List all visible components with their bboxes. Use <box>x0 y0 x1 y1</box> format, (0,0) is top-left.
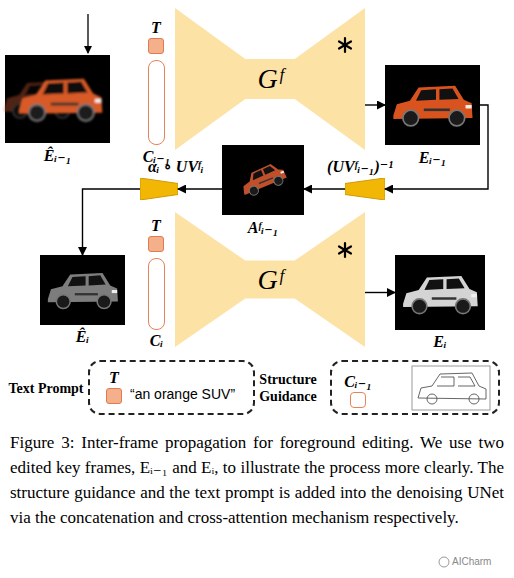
legend-heading: Structure Guidance <box>250 371 326 405</box>
frame-node: Eᵢ <box>395 255 485 330</box>
frame-image <box>48 273 118 308</box>
flow-arrow <box>304 188 345 189</box>
input-box: Cᵢ₋₁ <box>148 60 165 145</box>
frame-node: Aᶠᵢ₋₁ <box>222 145 304 215</box>
legend-box: Text Prompt“an orange SUV”T <box>88 360 255 415</box>
node-label: Gᶠ <box>175 264 365 296</box>
sketch-image <box>469 394 479 404</box>
atlas-image <box>238 160 289 198</box>
block-shape <box>140 178 178 200</box>
atlas-image <box>222 145 304 215</box>
flow-arrow <box>385 105 488 189</box>
mapping-shape <box>140 178 178 200</box>
mapping-block: αᵢ ∘ UVᶠᵢ <box>140 178 178 200</box>
input-box: Cᵢ <box>148 258 165 330</box>
node-label: T <box>109 369 119 387</box>
node-label: T <box>151 19 161 37</box>
frame-node: Êᵢ <box>40 255 125 325</box>
node-label: Gᶠ <box>175 63 365 95</box>
node-label: αᵢ ∘ UVᶠᵢ <box>148 157 204 176</box>
sketch-image <box>418 373 486 399</box>
flow-arrow <box>83 189 141 255</box>
atlas-image <box>238 160 289 198</box>
node-label: (UVᶠᵢ₋₁)⁻¹ <box>327 157 393 176</box>
frame-node: Eᵢ₋₁ <box>385 65 480 145</box>
input-box: Cᵢ₋₁ <box>350 392 366 408</box>
frame-image <box>385 65 480 145</box>
legend-heading: Text Prompt <box>8 379 84 396</box>
frame-image <box>5 55 110 143</box>
unet-shape <box>175 8 365 150</box>
mapping-shape <box>345 178 385 200</box>
sketch-image <box>412 366 490 410</box>
frame-image <box>40 255 125 325</box>
mapping-block: (UVᶠᵢ₋₁)⁻¹ <box>345 178 385 200</box>
block-shape <box>345 178 385 200</box>
frame-image <box>4 81 77 118</box>
frame-image <box>385 65 480 145</box>
input-arrow <box>87 14 88 53</box>
node-label: Eᵢ <box>365 333 514 351</box>
flow-arrow <box>178 188 222 189</box>
figure-caption: Figure 3: Inter-frame propagation for fo… <box>10 430 504 530</box>
input-box: T <box>106 388 122 404</box>
frame-image <box>395 255 485 330</box>
unet-block: Gᶠ <box>175 212 365 347</box>
sketch-image <box>427 394 437 404</box>
sketch-image <box>412 366 490 410</box>
unet-block: Gᶠ <box>175 8 365 150</box>
node-label: Êᵢ₋₁ <box>0 146 140 165</box>
watermark: AICharm <box>452 556 491 567</box>
frame-image <box>19 79 103 121</box>
input-box: T <box>148 38 164 54</box>
frame-image <box>40 255 125 325</box>
flow-arrow <box>365 104 385 105</box>
legend-box: Structure GuidanceCᵢ₋₁ <box>330 360 500 415</box>
input-box: T <box>148 236 164 252</box>
frame-image <box>393 86 472 126</box>
node-label: T <box>151 217 161 235</box>
node-label: Êᵢ <box>10 328 155 346</box>
frame-node: Êᵢ₋₁ <box>5 55 110 143</box>
atlas-image <box>222 145 304 215</box>
node-label: Aᶠᵢ₋₁ <box>192 218 334 237</box>
unet-shape <box>175 212 365 347</box>
node-label: Cᵢ₋₁ <box>344 372 371 391</box>
watermark-icon <box>439 557 449 567</box>
frame-image <box>4 55 110 143</box>
frame-image <box>403 276 478 314</box>
prompt-text: “an orange SUV” <box>130 386 235 402</box>
frame-image <box>395 255 485 330</box>
watermark-icon <box>439 557 449 567</box>
flow-arrow <box>365 292 395 293</box>
